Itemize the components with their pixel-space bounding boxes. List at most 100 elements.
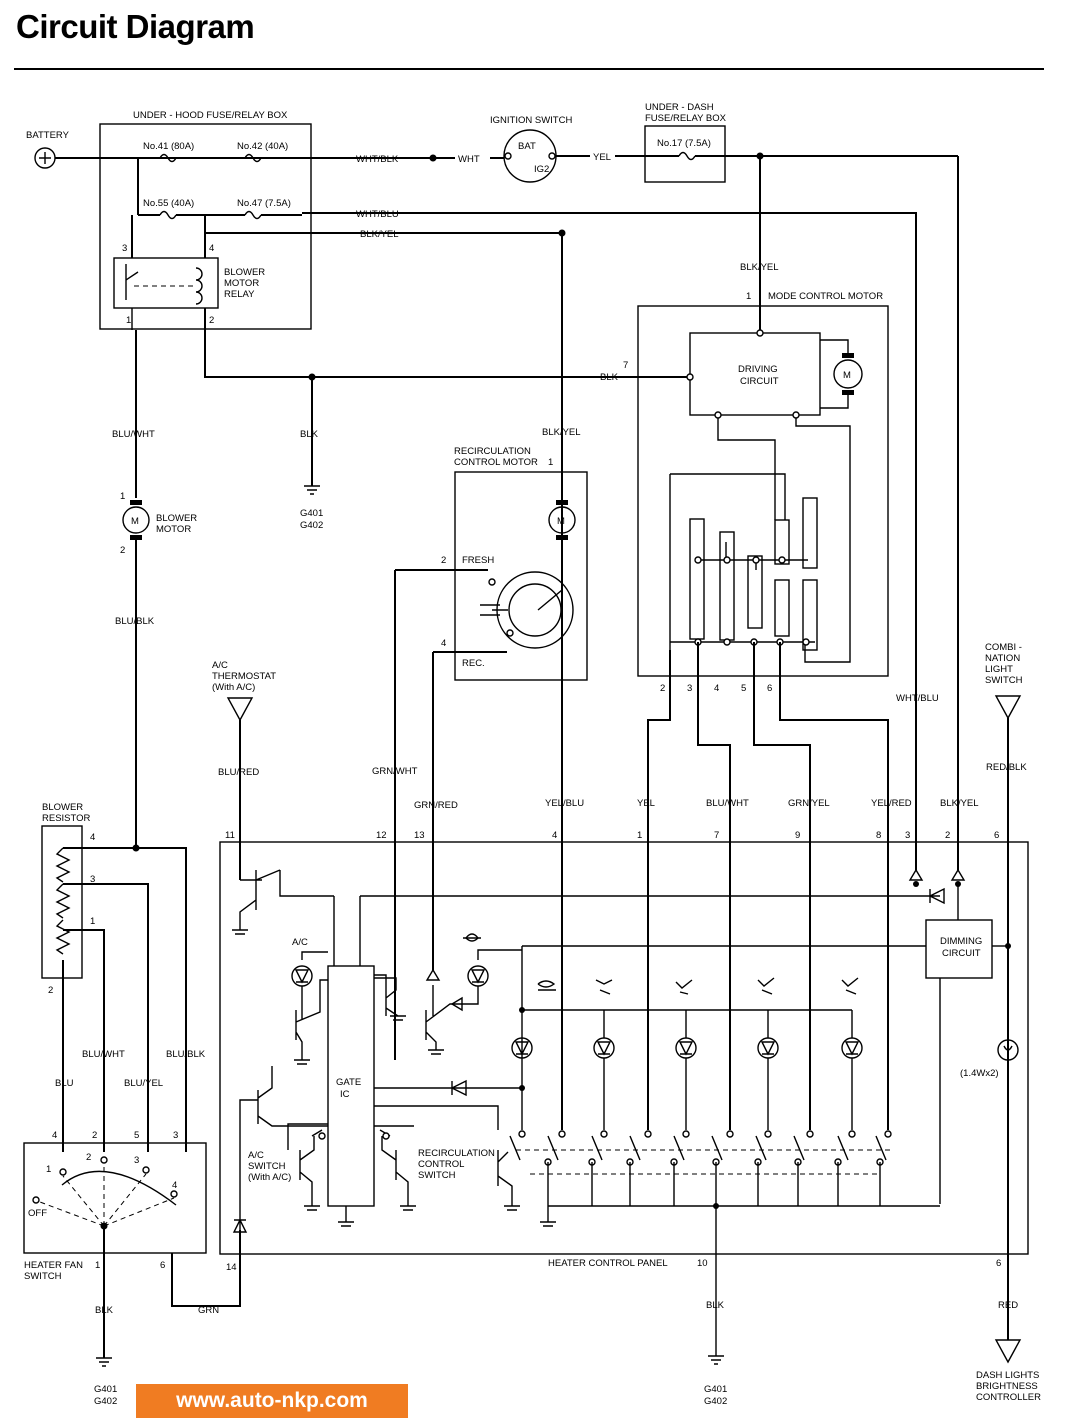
harness-wires: GRN/WHT GRN/RED YEL/BLU YEL BLU/WHT GRN/… [372, 500, 979, 1130]
wire-yel-label-2: YEL [637, 798, 655, 809]
mode-control-motor: MODE CONTROL MOTOR 1 7 DRIVING CIRCUIT M [623, 291, 889, 694]
panel-pin-12: 12 [376, 830, 387, 841]
vent-face-icon [595, 979, 613, 995]
wire-blk-label-mode: BLK [600, 372, 619, 383]
combi-switch-connector-icon [994, 695, 1022, 720]
blower-motor-icon [122, 506, 150, 534]
dash-lights-connector-icon [994, 1339, 1022, 1364]
blower-motor-symbol: M [131, 516, 139, 527]
off-label: OFF [28, 1208, 47, 1219]
mode-pin-4: 4 [714, 683, 719, 694]
battery-label: BATTERY [26, 130, 70, 141]
panel-pin-1: 1 [637, 830, 642, 841]
fan-sw-inner-4: 4 [172, 1180, 177, 1191]
wire-grn-yel-label: GRN/YEL [788, 798, 830, 809]
diode-icon [232, 1218, 248, 1233]
fan-sw-pin-5: 5 [134, 1130, 139, 1141]
blower-circuit: BLU/WHT 1 2 M BLOWER MOTOR BLU/BLK BLOWE… [23, 330, 241, 1407]
fan-sw-pin-2: 2 [92, 1130, 97, 1141]
recirculation-control-motor: RECIRCULATION CONTROL MOTOR 1 M FRESH RE… [395, 446, 588, 681]
ignition-switch-label: IGNITION SWITCH [490, 115, 572, 126]
ac-switch-label-2: SWITCH [248, 1161, 286, 1172]
wire-yel-blu-label: YEL/BLU [545, 798, 584, 809]
wire-wht-label: WHT [458, 154, 480, 165]
dash-lights-label-2: BRIGHTNESS [976, 1381, 1038, 1392]
recirc-switch-label-1: RECIRCULATION [418, 1148, 495, 1159]
recirc-pin-4: 4 [441, 638, 446, 649]
blower-motor-label-2: MOTOR [156, 524, 191, 535]
relay-pin-1: 1 [126, 315, 131, 326]
mode-pin-3: 3 [687, 683, 692, 694]
fuse-17-icon [678, 151, 696, 161]
fan-sw-inner-2: 2 [86, 1152, 91, 1163]
panel-pin-3: 3 [905, 830, 910, 841]
bi-level-icon [675, 979, 693, 995]
wire-yel-red-label: YEL/RED [871, 798, 912, 809]
sensor-inputs: A/C THERMOSTAT (With A/C) BLU/RED COMBI … [212, 642, 1041, 1403]
resistor-pin-3: 3 [90, 874, 95, 885]
relay-label-2: MOTOR [224, 278, 259, 289]
under-hood-box-label: UNDER - HOOD FUSE/RELAY BOX [133, 110, 288, 121]
title-rule [14, 68, 1044, 70]
wire-blu-wht-label-3: BLU/WHT [706, 798, 749, 809]
wire-wht-blu-label-2: WHT/BLU [896, 693, 939, 704]
ac-switch-label-3: (With A/C) [248, 1172, 291, 1183]
relay-pin-2: 2 [209, 315, 214, 326]
panel-pin-8: 8 [876, 830, 881, 841]
wire-blu-label: BLU [55, 1078, 74, 1089]
fuse-41-label: No.41 (80A) [143, 141, 194, 152]
panel-bulb-icon [997, 1039, 1019, 1061]
panel-pin-2: 2 [945, 830, 950, 841]
blower-pin-1: 1 [120, 491, 125, 502]
fan-switch-label-1: HEATER FAN [24, 1260, 83, 1271]
ground-3-label-1: G401 [704, 1384, 727, 1395]
combi-switch-label-1: COMBI - [985, 642, 1022, 653]
fresh-label: FRESH [462, 555, 494, 566]
ground-icon-3 [708, 1355, 724, 1365]
thermostat-connector-icon [226, 697, 254, 722]
ground-icon-1 [304, 485, 320, 495]
wire-blk-label-3: BLK [706, 1300, 725, 1311]
mode-motor-icon [833, 359, 863, 389]
panel-pin-6: 6 [994, 830, 999, 841]
diode-icon [360, 887, 945, 905]
ground-icon-2 [96, 1357, 112, 1367]
fuse-47-label: No.47 (7.5A) [237, 198, 291, 209]
recirc-pin-1: 1 [548, 457, 553, 468]
fan-sw-pin-4: 4 [52, 1130, 57, 1141]
fuse-42-label: No.42 (40A) [237, 141, 288, 152]
watermark[interactable]: www.auto-nkp.com [136, 1384, 408, 1418]
ground-2-label-2: G402 [94, 1396, 117, 1407]
wire-grn-wht-label: GRN/WHT [372, 766, 418, 777]
fan-sw-inner-1: 1 [46, 1164, 51, 1175]
wire-red-label: RED [998, 1300, 1018, 1311]
dimming-label-2: CIRCUIT [942, 948, 981, 959]
wire-blu-blk-label-1: BLU/BLK [115, 616, 155, 627]
panel-pin-13: 13 [414, 830, 425, 841]
wire-blk-yel-label-top: BLK/YEL [740, 262, 779, 273]
wire-wht-blu-label: WHT/BLU [356, 209, 399, 220]
wire-blu-wht-label-2: BLU/WHT [82, 1049, 125, 1060]
driving-circuit-label-2: CIRCUIT [740, 376, 779, 387]
resistor-label-2: RESISTOR [42, 813, 91, 824]
panel-pin-7: 7 [714, 830, 719, 841]
blower-motor-label-1: BLOWER [156, 513, 197, 524]
wire-blk-yel-label-2: BLK/YEL [542, 427, 581, 438]
page-title: Circuit Diagram [16, 8, 255, 45]
mode-motor-label: MODE CONTROL MOTOR [768, 291, 883, 302]
fan-sw-inner-3: 3 [134, 1155, 139, 1166]
bulb-rating-label: (1.4Wx2) [960, 1068, 999, 1079]
combi-switch-label-4: SWITCH [985, 675, 1023, 686]
recirc-led-icon [425, 968, 441, 981]
resistor-pin-4: 4 [90, 832, 95, 843]
dimming-label-1: DIMMING [940, 936, 982, 947]
wire-blu-red-label: BLU/RED [218, 767, 259, 778]
fuse-41-icon [159, 153, 177, 163]
panel-pin-11: 11 [225, 830, 235, 841]
gate-ic-label-2: IC [340, 1089, 350, 1100]
wire-blu-wht-label-1: BLU/WHT [112, 429, 155, 440]
wire-grn-red-label: GRN/RED [414, 800, 458, 811]
ignition-bat-label: BAT [518, 141, 536, 152]
diode-icon [908, 868, 924, 881]
